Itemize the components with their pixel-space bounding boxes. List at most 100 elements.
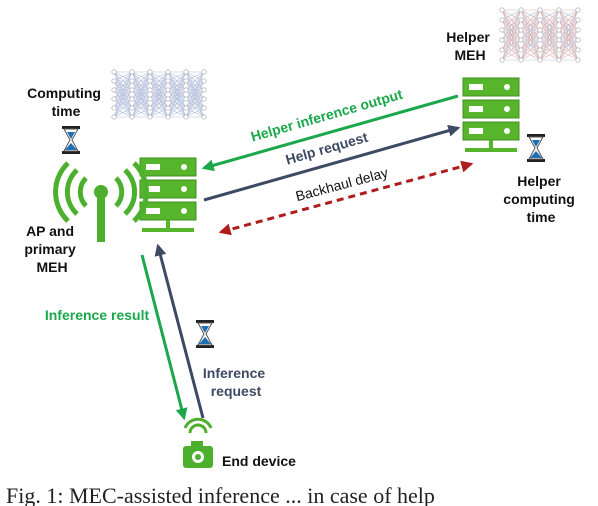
nn-node [129,114,135,120]
nn-edge [131,71,151,91]
nn-edge [131,71,151,100]
nn-node [575,27,581,33]
nn-node [201,114,207,120]
ap-primary-meh-label: AP and primary MEH [24,223,79,275]
nn-node [575,37,581,43]
hourglass-icon-primary [61,125,81,155]
nn-edge [131,71,151,118]
nn-edge [113,80,133,118]
nn-edge [558,49,579,61]
neural-network-icon-helper [499,7,581,63]
nn-node [518,37,524,43]
nn-edge [501,9,522,51]
nn-edge [558,9,579,21]
nn-edge [520,9,541,51]
nn-node [201,105,207,111]
nn-edge [501,19,522,61]
nn-node [129,96,135,102]
nn-edge [131,71,151,109]
nn-node [183,69,189,75]
nn-edge [558,39,579,61]
nn-edge [520,9,541,31]
nn-edge [149,71,169,91]
nn-node [111,87,117,93]
nn-edge [149,71,169,109]
nn-node [537,37,543,43]
nn-node [147,114,153,120]
nn-edge [185,89,205,118]
nn-node [537,27,543,33]
nn-edge [149,98,169,118]
nn-edge [149,107,169,118]
nn-edge [539,9,560,41]
nn-node [147,78,153,84]
nn-edge [185,71,205,100]
helper-inference-output-arrow [201,94,459,172]
nn-node [129,105,135,111]
nn-node [111,78,117,84]
nn-edge [501,9,522,21]
nn-edge [539,39,560,61]
nn-edge [501,9,522,41]
nn-edge [185,80,205,118]
nn-node [201,69,207,75]
nn-node [183,78,189,84]
nn-node [499,17,505,23]
nn-edge [113,71,133,91]
nn-edge [185,71,205,82]
nn-edge [520,39,541,61]
nn-edge [113,71,133,109]
nn-node [499,37,505,43]
inference-result-label: Inference result [45,307,150,323]
nn-node [147,105,153,111]
nn-edge [185,71,205,91]
nn-edge [539,9,560,61]
nn-edge [501,9,522,31]
nn-edge [501,39,522,61]
nn-edge [131,71,151,82]
nn-node [537,17,543,23]
hourglass-icon-helper [526,133,546,163]
helper-computing-time-label: Helper computing time [503,173,578,225]
nn-node [518,47,524,53]
nn-edge [558,19,579,61]
nn-edge [167,71,187,109]
nn-node [201,78,207,84]
nn-edge [149,80,169,118]
helper-meh-server-icon [462,77,520,153]
nn-node [556,17,562,23]
nn-node [147,87,153,93]
neural-network-icon-primary [111,69,207,120]
nn-node [201,87,207,93]
nn-edge [167,71,187,118]
nn-edge [167,107,187,118]
inference-request-label: Inference request [203,365,269,399]
nn-node [111,69,117,75]
figure-caption: Fig. 1: MEC-assisted inference ... in ca… [6,483,435,506]
nn-node [518,57,524,63]
nn-edge [185,98,205,118]
nn-edge [520,9,541,41]
nn-edge [539,9,560,31]
nn-edge [520,19,541,61]
nn-node [165,78,171,84]
nn-node [556,57,562,63]
nn-node [575,17,581,23]
nn-node [556,7,562,13]
nn-edge [149,71,169,100]
nn-edge [149,71,169,82]
nn-edge [149,89,169,118]
nn-edge [167,71,187,91]
nn-node [111,114,117,120]
nn-edge [520,49,541,61]
nn-edge [167,71,187,100]
nn-node [129,69,135,75]
nn-node [183,105,189,111]
nn-node [518,27,524,33]
nn-node [556,37,562,43]
nn-edge [131,80,151,118]
nn-edge [131,98,151,118]
nn-node [575,7,581,13]
nn-edge [558,9,579,41]
